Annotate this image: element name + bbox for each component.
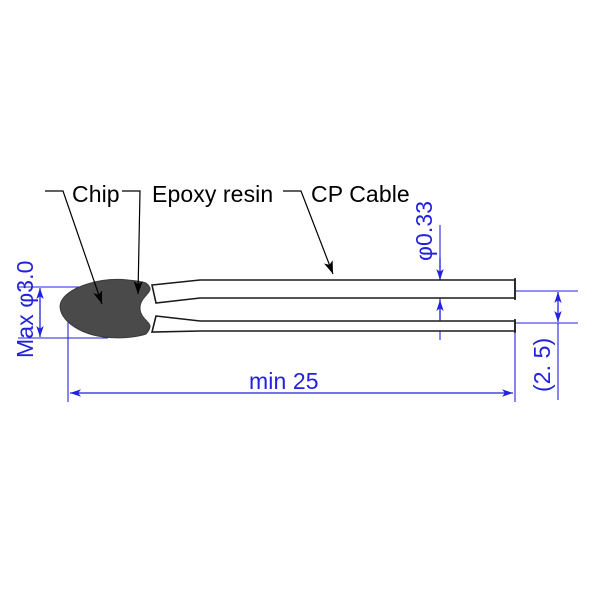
leader-line-chip xyxy=(45,190,103,305)
dimension-lines xyxy=(18,225,578,402)
thermistor-body xyxy=(59,278,151,339)
callout-leader-lines xyxy=(45,190,334,305)
cable-lower xyxy=(150,315,516,333)
dimension-label-cable-pitch: (2. 5) xyxy=(529,337,555,392)
callout-label-cp-cable: CP Cable xyxy=(311,181,410,207)
cable-upper xyxy=(151,279,516,304)
cp-cable-leads xyxy=(150,278,516,333)
leader-line-cp-cable xyxy=(283,190,334,275)
dimension-label-cable-diameter: φ0.33 xyxy=(411,200,437,261)
callout-label-chip: Chip xyxy=(72,181,120,207)
dimension-label-body-diameter: Max φ3.0 xyxy=(12,260,38,358)
dimension-label-cable-length: min 25 xyxy=(249,368,319,394)
callout-label-epoxy-resin: Epoxy resin xyxy=(152,181,274,207)
leader-line-epoxy-resin xyxy=(122,190,143,295)
